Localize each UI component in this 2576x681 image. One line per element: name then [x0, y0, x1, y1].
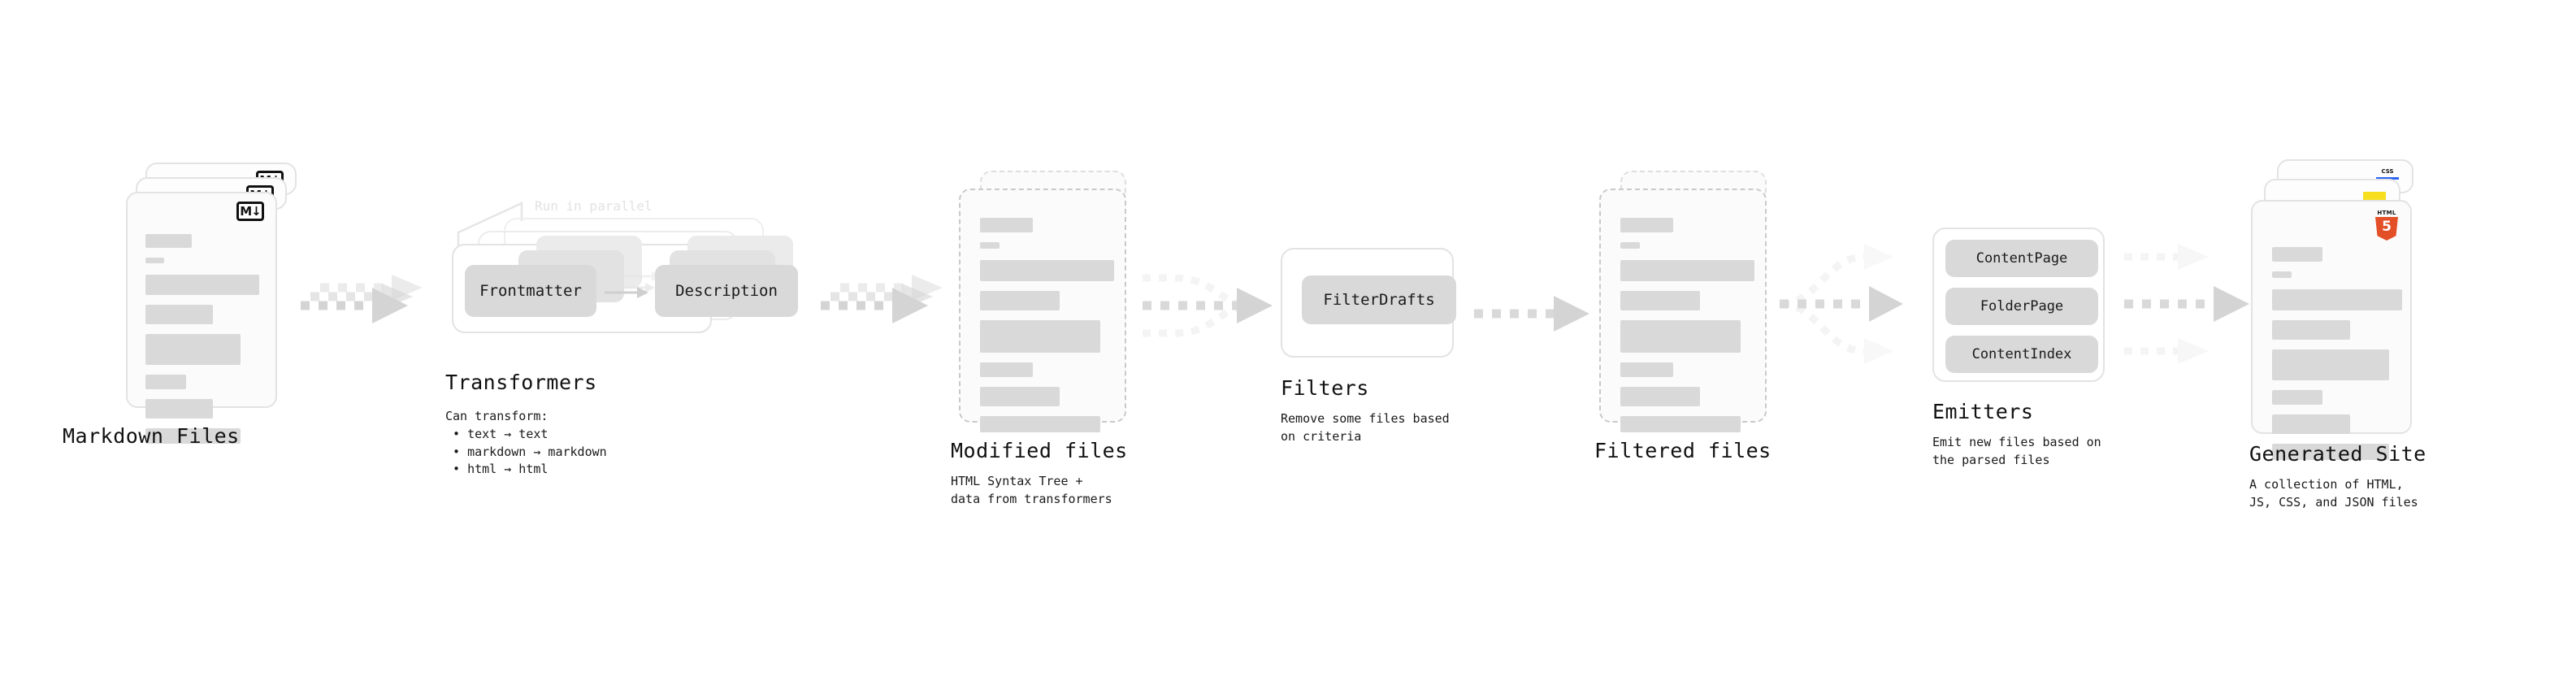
stage-title: Transformers — [445, 371, 597, 394]
emitters-box: ContentPage FolderPage ContentIndex — [1932, 228, 2105, 382]
run-in-parallel-bracket — [457, 202, 523, 249]
stage-title: Modified files — [951, 439, 1128, 462]
markdown-icon: M↓ — [236, 202, 264, 221]
stage-title: Generated Site — [2249, 442, 2426, 466]
filtered-card-front — [1599, 189, 1767, 432]
transformer-chip-description[interactable]: Description — [655, 265, 798, 317]
html5-icon: HTML 5 — [2374, 210, 2399, 241]
content-bar — [980, 416, 1100, 432]
chip-label: ContentIndex — [1971, 346, 2072, 362]
chip-label: FilterDrafts — [1323, 291, 1435, 309]
stage-subtitle: A collection of HTML, JS, CSS, and JSON … — [2249, 477, 2418, 510]
css3-icon: CSS — [2376, 168, 2399, 180]
content-bar — [145, 258, 164, 263]
filtered-card-content — [1601, 190, 1765, 432]
generated-file-stack: CSS HTML 5 — [2251, 159, 2438, 460]
content-bar — [1620, 320, 1741, 353]
content-bar — [145, 305, 213, 324]
content-bar — [1620, 218, 1673, 232]
transformer-chip-frontmatter[interactable]: Frontmatter — [465, 265, 596, 317]
connector-emitters-to-site — [2124, 244, 2249, 364]
content-bar — [2272, 247, 2322, 262]
content-bar — [2272, 320, 2350, 340]
content-bar — [145, 375, 186, 389]
chip-label: FolderPage — [1980, 298, 2064, 314]
content-bar — [1620, 387, 1700, 406]
stage-subtitle: HTML Syntax Tree + data from transformer… — [951, 474, 1112, 506]
connector-transformers-to-modified — [821, 275, 943, 323]
transformer-inner-arrow — [605, 287, 648, 298]
stage-modified-files: Modified files HTML Syntax Tree + data f… — [951, 171, 1134, 506]
content-bar — [980, 242, 1000, 249]
content-bar — [2272, 349, 2389, 380]
content-bar — [1620, 242, 1640, 249]
stage-markdown-files: M↓ M↓ M↓ — [63, 163, 297, 448]
content-bar — [1620, 291, 1700, 310]
content-bar — [980, 387, 1060, 406]
generated-card-front-html: HTML 5 — [2251, 200, 2412, 460]
connector-filters-to-filtered — [1474, 296, 1589, 332]
run-in-parallel-label: Run in parallel — [535, 198, 653, 214]
markdown-card-content — [128, 193, 275, 444]
markdown-file-stack: M↓ M↓ M↓ — [126, 163, 297, 444]
stage-generated-site: CSS HTML 5 — [2249, 159, 2438, 510]
emitter-chip-folderpage[interactable]: FolderPage — [1945, 288, 2098, 325]
content-bar — [145, 275, 259, 295]
css-badge-shape: CSS — [2376, 168, 2399, 180]
generated-card-content — [2253, 202, 2410, 460]
content-bar — [2272, 390, 2322, 405]
content-bar — [2272, 289, 2402, 310]
stage-title: Markdown Files — [63, 424, 240, 448]
chip-label: ContentPage — [1975, 250, 2068, 267]
css-badge-rule — [2376, 177, 2399, 180]
css-badge-label: CSS — [2381, 168, 2394, 175]
content-bar — [145, 334, 241, 365]
content-bar — [980, 260, 1114, 281]
modified-card-front — [959, 189, 1126, 432]
connector-filtered-to-emitters — [1780, 244, 1903, 364]
content-bar — [145, 428, 241, 444]
modified-card-content — [961, 190, 1125, 432]
content-bar — [1620, 260, 1754, 281]
content-bar — [2272, 414, 2350, 434]
content-bar — [980, 218, 1033, 232]
content-bar — [145, 234, 192, 248]
filter-chip-filterdrafts[interactable]: FilterDrafts — [1302, 275, 1456, 324]
content-bar — [980, 362, 1033, 377]
stage-subtitle: Can transform: • text → text • markdown … — [445, 409, 607, 477]
chip-label: Description — [675, 282, 778, 300]
content-bar — [980, 320, 1100, 353]
html5-shield: HTML 5 — [2374, 210, 2399, 241]
html5-digit: 5 — [2382, 219, 2392, 235]
chip-label: Frontmatter — [479, 282, 582, 300]
content-bar — [980, 291, 1060, 310]
html5-shield-shape — [2375, 217, 2398, 241]
stage-title: Emitters — [1932, 400, 2034, 423]
html5-badge-label: HTML — [2377, 210, 2396, 216]
modified-file-stack — [959, 171, 1134, 439]
markdown-card-front: M↓ — [126, 192, 277, 444]
filters-box: FilterDrafts — [1281, 248, 1456, 358]
emitter-chip-contentindex[interactable]: ContentIndex — [1945, 336, 2098, 373]
content-bar — [2272, 444, 2389, 460]
content-bar — [1620, 362, 1673, 377]
stage-title: Filtered files — [1594, 439, 1772, 462]
content-bar — [145, 399, 213, 419]
markdown-badge-label: M↓ — [236, 202, 264, 221]
filtered-file-stack — [1599, 171, 1774, 439]
stage-subtitle: Emit new files based on the parsed files — [1932, 435, 2101, 467]
connector-markdown-to-transformers — [301, 275, 423, 323]
stage-filtered-files: Filtered files — [1594, 171, 1774, 462]
content-bar — [2272, 271, 2292, 278]
content-bar — [1620, 416, 1741, 432]
stage-subtitle: Remove some files based on criteria — [1281, 411, 1450, 444]
stage-title: Filters — [1281, 376, 1369, 400]
connector-modified-to-filters — [1143, 274, 1273, 337]
emitter-chip-contentpage[interactable]: ContentPage — [1945, 240, 2098, 277]
